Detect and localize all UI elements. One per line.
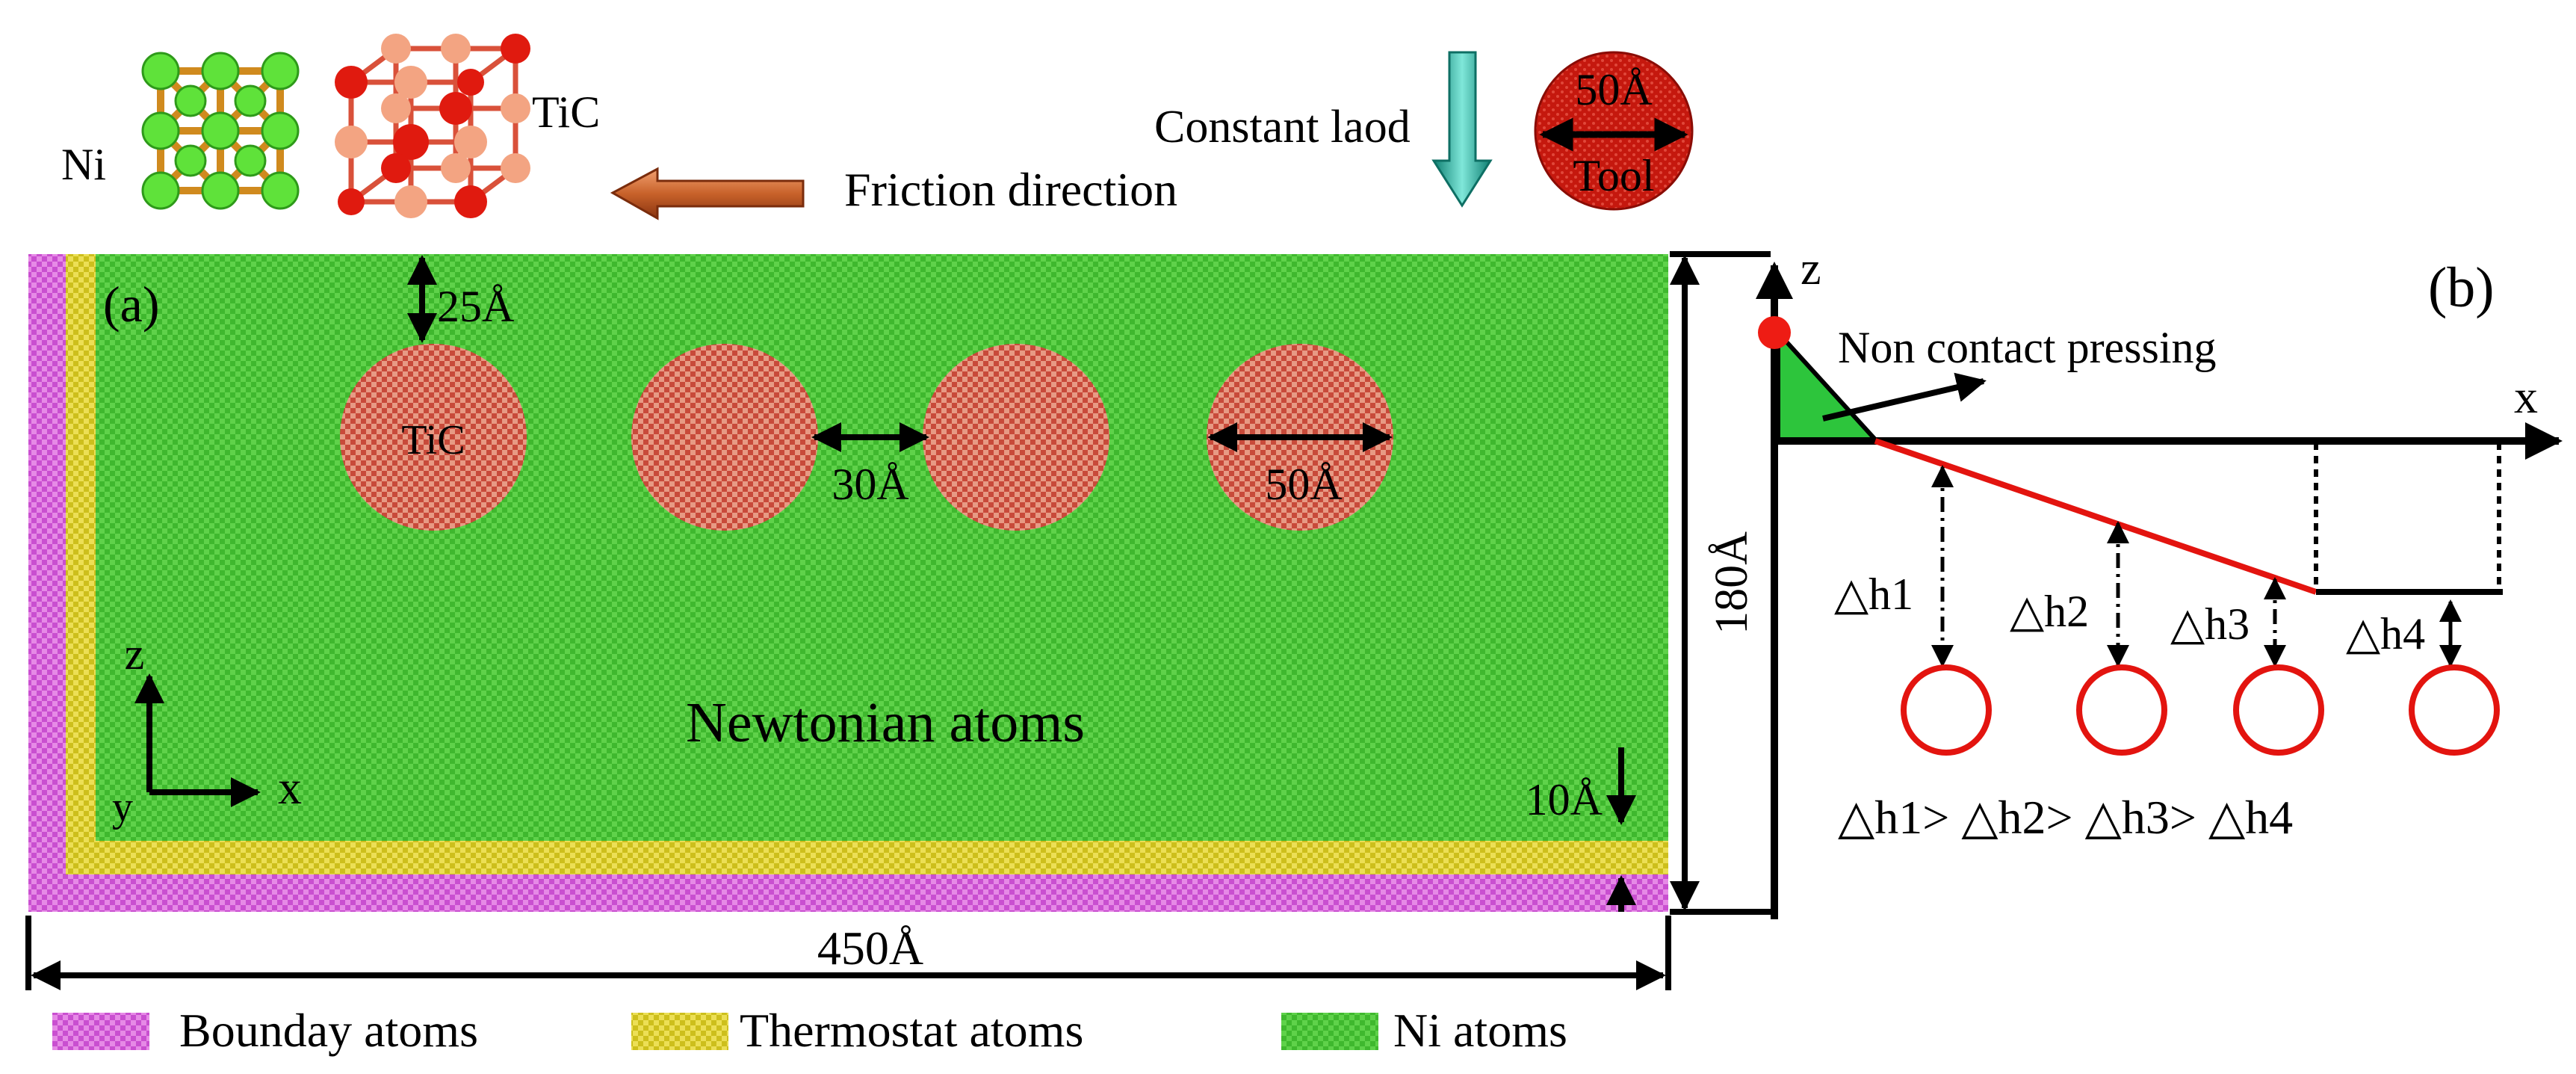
particle-label: TiC (401, 417, 465, 463)
pressing-direction-arrow (1822, 372, 1987, 422)
newtonian-region (96, 254, 1668, 841)
legend: Bounday atoms Thermostat atoms Ni atoms (52, 1004, 1567, 1057)
gap-label-4: △h4 (2346, 609, 2425, 658)
panel-b-particles (1901, 664, 2500, 756)
layer-dimension-label: 10Å (1526, 775, 1603, 824)
newtonian-region-label: Newtonian atoms (686, 691, 1085, 754)
particle-outline-3 (2233, 664, 2324, 756)
friction-direction-arrow-icon (610, 167, 805, 220)
gap-label-2: △h2 (2010, 587, 2089, 636)
tic-particle-1 (340, 344, 527, 531)
tic-crystal-label: TiC (532, 87, 600, 137)
thermostat-layer-left (66, 254, 96, 874)
thermostat-layer-bottom (66, 841, 1668, 874)
width-dimension-label: 450Å (817, 922, 923, 975)
panel-b: (b) z x Non contact pressing △h1 △h2 △h3… (1756, 244, 2563, 919)
gap-label-1: △h1 (1834, 570, 1913, 619)
legend-label-boundary: Bounday atoms (179, 1004, 478, 1057)
tool-sphere (1534, 51, 1694, 211)
gap-relation-label: △h1> △h2> △h3> △h4 (1838, 791, 2293, 844)
tic-unit-cell-icon (335, 34, 530, 218)
ni-crystal-label: Ni (61, 140, 106, 189)
top-strip: Ni (61, 34, 1694, 220)
panel-b-axis-x-label: x (2514, 370, 2538, 423)
tool-size-label: 50Å (1575, 65, 1652, 114)
gap-label-3: △h3 (2170, 599, 2250, 649)
diameter-dimension-label: 50Å (1265, 460, 1342, 509)
particle-outline-4 (2409, 664, 2500, 756)
height-dimension-label: 180Å (1706, 531, 1757, 635)
boundary-layer-bottom (28, 874, 1668, 912)
coordinate-axes (134, 673, 261, 807)
spacing-dimension-label: 30Å (832, 460, 908, 509)
axis-y-label: y (112, 784, 133, 830)
panel-b-axis-z-label: z (1801, 244, 1821, 294)
panel-a: (a) 25Å TiC 30Å 50Å Newtonian atoms z x … (25, 251, 1771, 990)
legend-swatch-thermostat (631, 1013, 728, 1050)
legend-swatch-boundary (52, 1013, 149, 1050)
non-contact-pressing-label: Non contact pressing (1838, 323, 2217, 372)
axis-x-label: x (278, 761, 302, 814)
particle-outline-1 (1901, 664, 1992, 756)
axis-z-label: z (125, 629, 145, 679)
friction-direction-label: Friction direction (844, 163, 1177, 216)
tool-tip-dot (1758, 316, 1791, 349)
legend-label-thermostat: Thermostat atoms (740, 1004, 1083, 1057)
panel-b-label: (b) (2428, 256, 2495, 319)
particle-outline-2 (2076, 664, 2167, 756)
top-gap-dimension-label: 25Å (437, 282, 514, 331)
legend-swatch-ni (1281, 1013, 1378, 1050)
boundary-layer-left (28, 254, 66, 912)
legend-label-ni: Ni atoms (1393, 1004, 1567, 1057)
constant-load-label: Constant laod (1154, 102, 1411, 152)
tic-particle-3 (923, 344, 1109, 531)
panel-a-label: (a) (103, 276, 159, 333)
tool-label: Tool (1573, 151, 1654, 200)
tic-particle-2 (631, 344, 818, 531)
load-arrow-icon (1431, 51, 1493, 208)
ni-unit-cell-icon (141, 52, 300, 210)
